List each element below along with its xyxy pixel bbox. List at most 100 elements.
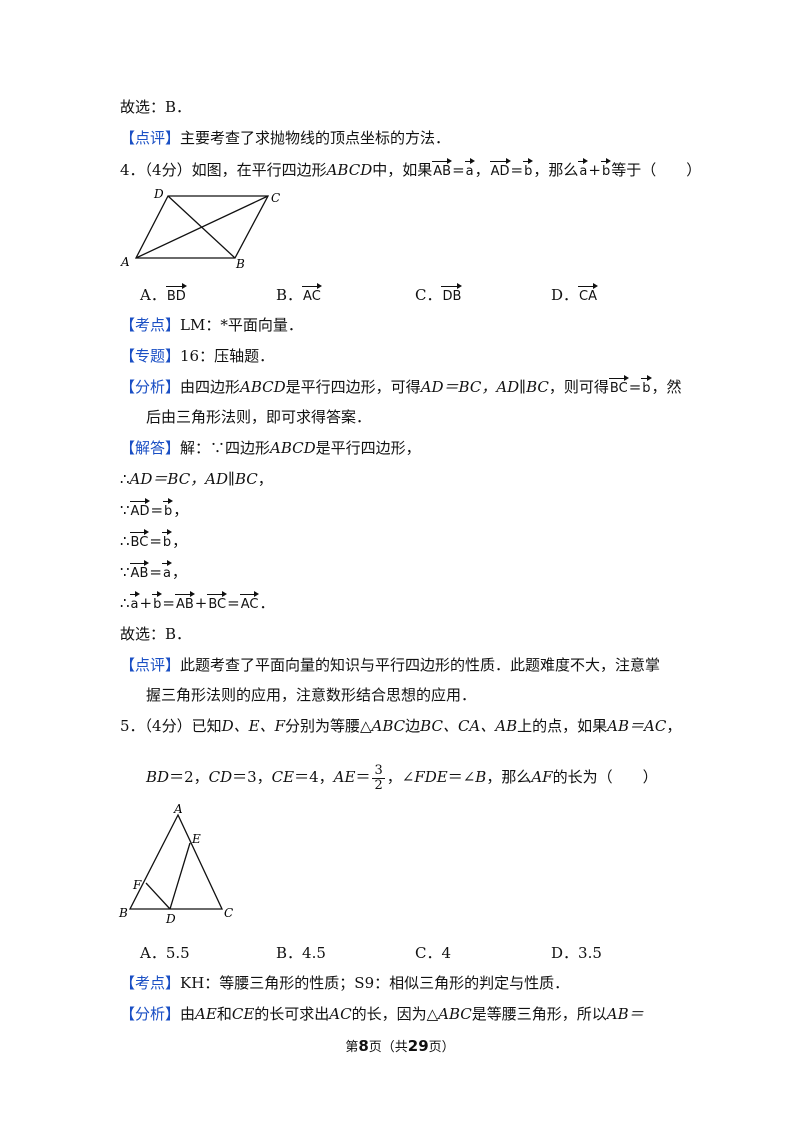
vec-b: b bbox=[641, 375, 652, 401]
vec-a: a bbox=[464, 158, 475, 184]
vec-ab: AB bbox=[129, 560, 150, 586]
therefore-sign: ∴ bbox=[120, 532, 130, 550]
fenxi-f: ，然 bbox=[651, 378, 682, 396]
q4-fenxi: 【分析】由四边形ABCD是平行四边形，可得AD＝BC，AD∥BC，则可得BC=b… bbox=[120, 375, 682, 401]
label-a: A bbox=[173, 803, 183, 816]
q4-stem-e: ，那么 bbox=[533, 161, 579, 179]
vec-ad: AD bbox=[489, 158, 511, 184]
comment-tag: 【点评】 bbox=[120, 129, 181, 147]
label-b: B bbox=[118, 906, 128, 920]
fenxi-d: AD＝BC，AD∥BC bbox=[420, 378, 549, 396]
f-d: CE bbox=[231, 1005, 255, 1023]
q5-option-b[interactable]: B．4.5 bbox=[276, 944, 326, 962]
q4-option-b[interactable]: B．AC bbox=[276, 283, 322, 309]
label-d: D bbox=[165, 912, 176, 925]
page-number: 8 bbox=[358, 1037, 369, 1055]
therefore-sign: ∴ bbox=[120, 470, 130, 488]
vec-b: b bbox=[161, 529, 173, 555]
q4-eq: = bbox=[150, 501, 164, 519]
q4-plus: + bbox=[588, 161, 601, 179]
vec-bc: BC bbox=[608, 375, 629, 401]
frac-num: 3 bbox=[372, 762, 385, 779]
triangle-figure: A E F B D C bbox=[118, 803, 233, 925]
q4-eq: = bbox=[628, 378, 642, 396]
fenxi-e: ，则可得 bbox=[548, 378, 609, 396]
footer-mid: 页（共 bbox=[368, 1040, 408, 1055]
page-footer: 第8页（共29页） bbox=[0, 1036, 800, 1055]
f-h: ABC bbox=[438, 1005, 472, 1023]
jieda-a: 解：∵四边形 bbox=[180, 439, 271, 457]
kaodian-tag: 【考点】 bbox=[120, 974, 181, 992]
s2-o: 的长为（ ） bbox=[552, 768, 658, 786]
option-letter: B． bbox=[276, 286, 303, 304]
f-a: 由 bbox=[180, 1005, 196, 1023]
f-e: 的长可求出 bbox=[254, 1005, 330, 1023]
s2-a: BD bbox=[146, 768, 170, 786]
q5-option-a[interactable]: A．5.5 bbox=[140, 944, 190, 962]
vec-b: b bbox=[163, 498, 174, 524]
q4-zhuanti: 【专题】16：压轴题． bbox=[120, 344, 274, 368]
f-g: 的长，因为△ bbox=[351, 1005, 439, 1023]
step-comma: ， bbox=[173, 501, 189, 519]
q4-step-5: ∵AB=a， bbox=[120, 560, 187, 586]
q4-step-3: ∵AD=b， bbox=[120, 498, 188, 524]
f-i: 是等腰三角形，所以 bbox=[471, 1005, 607, 1023]
q4-plus: + bbox=[194, 594, 208, 612]
f-j: AB＝ bbox=[606, 1005, 644, 1023]
s2-d: ＝3， bbox=[232, 768, 272, 786]
q5-stem-1: 5．（4分）已知D、E、F分别为等腰△ABC边BC、CA、AB上的点，如果AB＝… bbox=[120, 714, 681, 738]
q4-plus: + bbox=[139, 594, 153, 612]
q4-option-c[interactable]: C．DB bbox=[415, 283, 463, 309]
page-total: 29 bbox=[407, 1037, 429, 1055]
label-e: E bbox=[191, 832, 201, 846]
step-comma: ， bbox=[171, 563, 187, 581]
kaodian-text: LM：*平面向量． bbox=[180, 316, 303, 334]
footer-post: 页） bbox=[428, 1040, 455, 1055]
q4-option-a[interactable]: A．BD bbox=[140, 283, 187, 309]
q4-step-2: ∴AD＝BC，AD∥BC， bbox=[120, 467, 273, 491]
q5-i: ， bbox=[666, 717, 682, 735]
option-vec: AC bbox=[302, 283, 322, 309]
q5-option-d[interactable]: D．3.5 bbox=[551, 944, 602, 962]
q4-stem-d: ， bbox=[474, 161, 490, 179]
q5-a: 5．（4分）已知 bbox=[120, 717, 222, 735]
q4-stem-c: 中，如果 bbox=[372, 161, 433, 179]
q5-kaodian: 【考点】KH：等腰三角形的性质；S9：相似三角形的判定与性质． bbox=[120, 971, 569, 995]
fenxi-tag: 【分析】 bbox=[120, 378, 181, 396]
parallelogram-figure: D C A B bbox=[120, 187, 280, 271]
therefore-sign: ∴ bbox=[120, 594, 130, 612]
zhuanti-text: 16：压轴题． bbox=[180, 347, 275, 365]
q4-eq: = bbox=[452, 161, 465, 179]
kaodian-text: KH：等腰三角形的性质；S9：相似三角形的判定与性质． bbox=[180, 974, 570, 992]
q5-f: BC、CA、AB bbox=[420, 717, 518, 735]
fenxi-c: 是平行四边形，可得 bbox=[285, 378, 421, 396]
s2-l: B bbox=[475, 768, 487, 786]
vec-b: b bbox=[152, 591, 163, 617]
q5-b: D、E、F bbox=[221, 717, 285, 735]
vec-ad: AD bbox=[129, 498, 151, 524]
kaodian-tag: 【考点】 bbox=[120, 316, 181, 334]
q5-fenxi: 【分析】由AE和CE的长可求出AC的长，因为△ABC是等腰三角形，所以AB＝ bbox=[120, 1002, 644, 1026]
step-comma: ， bbox=[172, 532, 188, 550]
q4-step-6: ∴a+b=AB+BC=AC． bbox=[120, 591, 274, 617]
q4-eq: = bbox=[227, 594, 240, 612]
q4-option-d[interactable]: D．CA bbox=[551, 283, 599, 309]
q4-jieda: 【解答】解：∵四边形ABCD是平行四边形， bbox=[120, 436, 421, 460]
frac-den: 2 bbox=[374, 777, 383, 793]
comment-text: 主要考查了求抛物线的顶点坐标的方法． bbox=[180, 129, 451, 147]
jieda-c: 是平行四边形， bbox=[315, 439, 421, 457]
q4-stem-b: ABCD bbox=[326, 161, 373, 179]
fenxi-tag: 【分析】 bbox=[120, 1005, 181, 1023]
s2-f: ＝4， bbox=[294, 768, 334, 786]
step2-text: AD＝BC，AD∥BC bbox=[129, 470, 258, 488]
vec-a: a bbox=[129, 591, 140, 617]
q5-g: 上的点，如果 bbox=[517, 717, 608, 735]
q4-kaodian: 【考点】LM：*平面向量． bbox=[120, 313, 303, 337]
s2-g: AE bbox=[333, 768, 356, 786]
option-letter: D． bbox=[551, 286, 579, 304]
s2-k: ＝∠ bbox=[447, 768, 476, 786]
q5-option-c[interactable]: C．4 bbox=[415, 944, 452, 962]
zhuanti-tag: 【专题】 bbox=[120, 347, 181, 365]
